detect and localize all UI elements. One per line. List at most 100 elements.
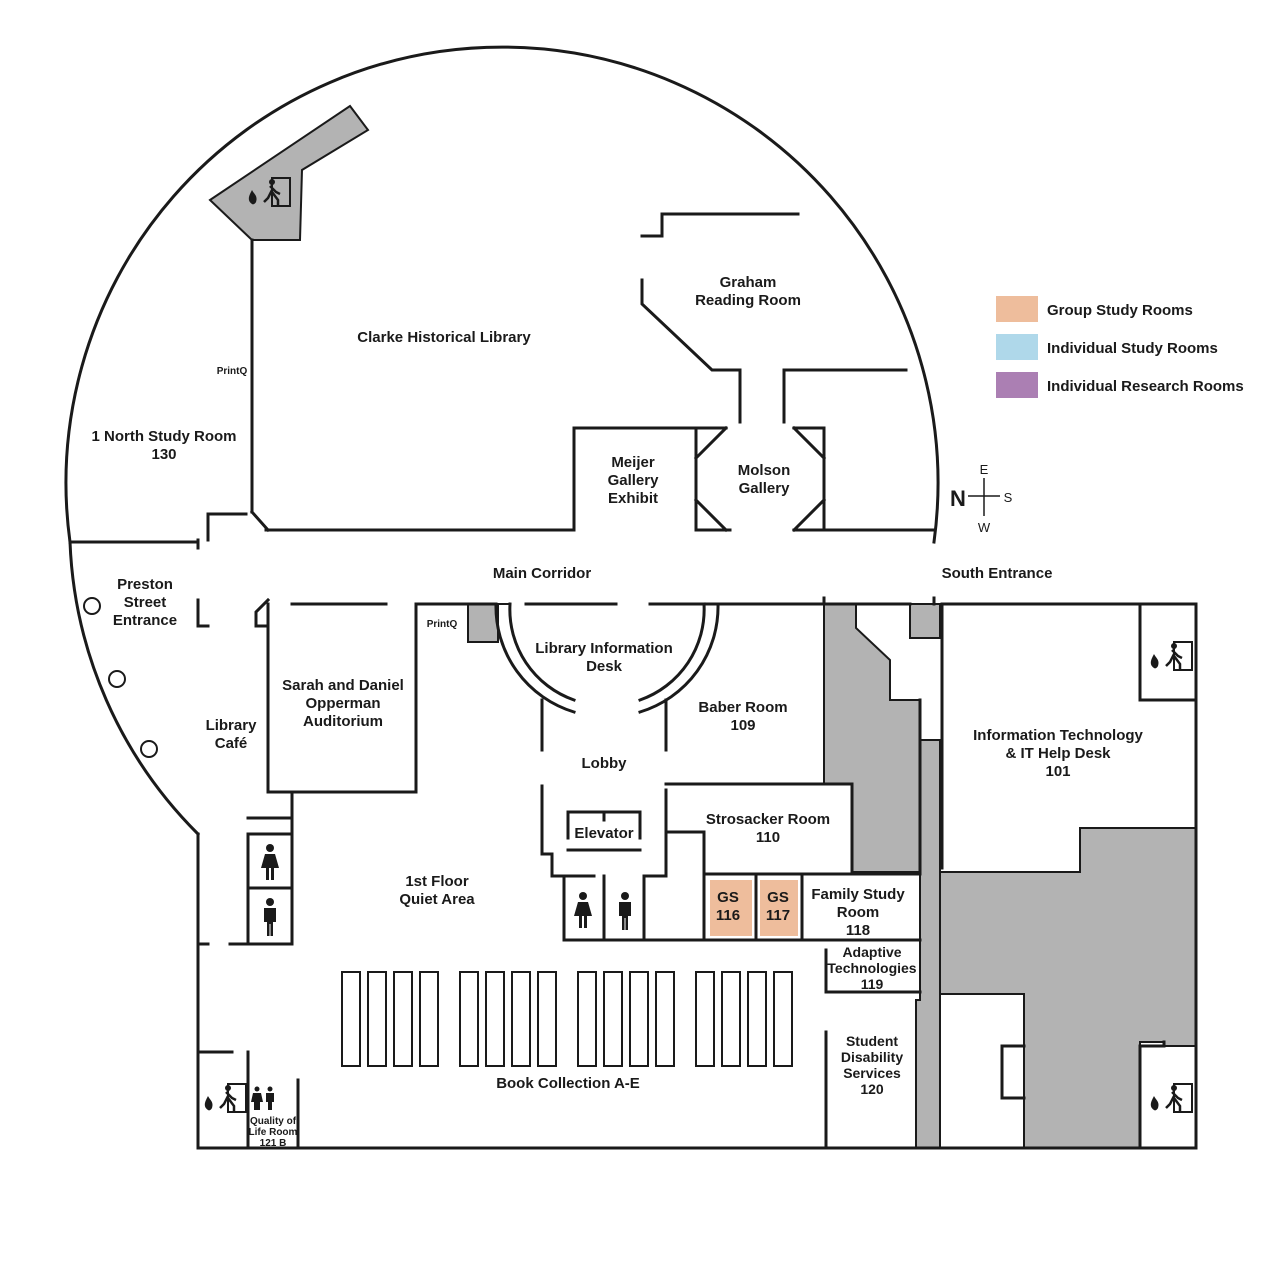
- elevator-label: Elevator: [574, 825, 633, 842]
- info-desk-label-1: Library Information: [535, 640, 673, 657]
- adaptive-number: 119: [861, 976, 884, 992]
- compass-east: E: [980, 462, 989, 477]
- bookshelf: [511, 971, 531, 1067]
- quiet-label-2: Quiet Area: [399, 891, 475, 908]
- family-label-1: Family Study: [811, 886, 905, 903]
- bookshelf: [747, 971, 767, 1067]
- men-restroom-icon: [619, 892, 631, 930]
- book-collection-label: Book Collection A-E: [496, 1075, 640, 1092]
- info-desk-label-2: Desk: [586, 658, 623, 675]
- gs116-label-2: 116: [716, 907, 740, 924]
- it-number: 101: [1045, 763, 1070, 780]
- legend-label-individual: Individual Study Rooms: [1047, 340, 1218, 357]
- family-number: 118: [846, 922, 870, 939]
- molson-label-2: Gallery: [739, 480, 791, 497]
- molson-label-1: Molson: [738, 462, 791, 479]
- cafe-label-1: Library: [206, 717, 258, 734]
- bookshelf: [419, 971, 439, 1067]
- graham-label-1: Graham: [720, 274, 777, 291]
- bookshelf: [537, 971, 557, 1067]
- auditorium-label-3: Auditorium: [303, 713, 383, 730]
- meijer-label-2: Gallery: [608, 472, 660, 489]
- legend-label-research: Individual Research Rooms: [1047, 378, 1244, 395]
- service-areas: [208, 104, 1197, 1149]
- auditorium-label-2: Opperman: [305, 695, 380, 712]
- graham-label-2: Reading Room: [695, 292, 801, 309]
- compass-north: N: [950, 486, 966, 511]
- family-restroom-icon: [251, 1086, 274, 1110]
- strosacker-number: 110: [756, 829, 780, 846]
- disability-label-2: Disability: [841, 1049, 903, 1065]
- bookshelf: [629, 971, 649, 1067]
- quality-label-1: Quality of: [250, 1116, 297, 1127]
- auditorium-label-1: Sarah and Daniel: [282, 677, 404, 694]
- gs117-label-1: GS: [767, 889, 789, 906]
- disability-number: 120: [860, 1081, 884, 1097]
- preston-label-2: Street: [124, 594, 167, 611]
- entrance-columns: [83, 597, 158, 758]
- bookshelf: [485, 971, 505, 1067]
- bookshelf: [655, 971, 675, 1067]
- legend: Group Study Rooms Individual Study Rooms…: [996, 296, 1244, 398]
- bookshelf: [695, 971, 715, 1067]
- adaptive-label-2: Technologies: [827, 960, 916, 976]
- outer-walls: [64, 45, 1198, 1150]
- column: [83, 597, 101, 615]
- legend-swatch-research: [996, 372, 1038, 398]
- north-study-number: 130: [151, 446, 176, 463]
- interior-walls: [196, 212, 1198, 1150]
- lobby-label: Lobby: [582, 755, 628, 772]
- adaptive-label-1: Adaptive: [842, 944, 901, 960]
- fire-exit-icon: [1150, 641, 1193, 671]
- baber-label: Baber Room: [698, 699, 787, 716]
- bookshelf: [721, 971, 741, 1067]
- legend-swatch-individual: [996, 334, 1038, 360]
- bookshelf: [367, 971, 387, 1067]
- compass-west: W: [978, 520, 991, 535]
- fire-exit-icon: [204, 1083, 247, 1113]
- room-labels: Clarke Historical Library Graham Reading…: [92, 274, 1144, 1149]
- column: [108, 670, 126, 688]
- fire-exit-icon: [1150, 1083, 1193, 1113]
- it-label-1: Information Technology: [973, 727, 1143, 744]
- disability-label-1: Student: [846, 1033, 898, 1049]
- printq-label-corridor: PrintQ: [427, 619, 458, 630]
- meijer-label-1: Meijer: [611, 454, 655, 471]
- it-label-2: & IT Help Desk: [1005, 745, 1111, 762]
- bookshelf: [341, 971, 361, 1067]
- bookshelf: [393, 971, 413, 1067]
- quiet-label-1: 1st Floor: [405, 873, 469, 890]
- men-restroom-icon: [264, 898, 276, 936]
- bookshelf: [459, 971, 479, 1067]
- column: [140, 740, 158, 758]
- gs116-label-1: GS: [717, 889, 739, 906]
- south-entrance-label: South Entrance: [942, 565, 1053, 582]
- main-corridor-label: Main Corridor: [493, 565, 591, 582]
- bookshelves: [341, 971, 793, 1067]
- strosacker-label: Strosacker Room: [706, 811, 830, 828]
- gs-117-room[interactable]: [760, 880, 798, 936]
- compass: N E S W: [950, 462, 1013, 535]
- legend-label-group: Group Study Rooms: [1047, 302, 1193, 319]
- disability-label-3: Services: [843, 1065, 901, 1081]
- cafe-label-2: Café: [215, 735, 248, 752]
- fire-exit-icon: [248, 177, 291, 207]
- north-study-label: 1 North Study Room: [92, 428, 237, 445]
- gs-116-room[interactable]: [710, 880, 752, 936]
- meijer-label-3: Exhibit: [608, 490, 658, 507]
- legend-swatch-group: [996, 296, 1038, 322]
- women-restroom-icon: [261, 844, 279, 880]
- quality-number: 121 B: [260, 1138, 287, 1149]
- baber-number: 109: [730, 717, 755, 734]
- bookshelf: [773, 971, 793, 1067]
- quality-label-2: Life Room: [249, 1127, 298, 1138]
- women-restroom-icon: [574, 892, 592, 928]
- clarke-label: Clarke Historical Library: [357, 329, 531, 346]
- printq-label-north: PrintQ: [217, 366, 248, 377]
- compass-south: S: [1004, 490, 1013, 505]
- family-label-2: Room: [837, 904, 880, 921]
- preston-label-3: Entrance: [113, 612, 177, 629]
- preston-label-1: Preston: [117, 576, 173, 593]
- gs117-label-2: 117: [766, 907, 790, 924]
